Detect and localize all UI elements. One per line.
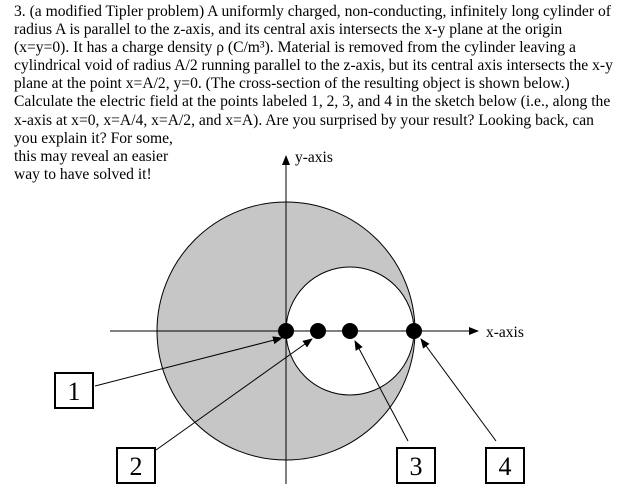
point-3-marker (342, 323, 358, 339)
problem-text: 3. (a modified Tipler problem) A uniform… (14, 3, 636, 184)
label-box-4 (485, 447, 525, 484)
label-1-text: 1 (68, 377, 81, 406)
problem-line: way to have solved it! (14, 165, 152, 183)
point-4-marker (406, 323, 422, 339)
y-axis-label: y-axis (295, 149, 333, 166)
pointer-arrow-1 (94, 336, 283, 387)
problem-line: you explain it? For some, (14, 129, 173, 147)
problem-line: cylindrical void of radius A/2 running p… (14, 57, 613, 75)
problem-line: plane at the point x=A/2, y=0. (The cros… (14, 75, 570, 93)
label-box-1 (54, 372, 94, 409)
label-box-3 (396, 447, 436, 484)
label-4-text: 4 (499, 452, 512, 481)
problem-line: Calculate the electric field at the poin… (14, 93, 611, 111)
problem-line: this may reveal an easier (14, 147, 169, 165)
label-2-text: 2 (130, 452, 143, 481)
problem-line: radius A is parallel to the z-axis, and … (14, 21, 563, 39)
problem-line: (x=y=0). It has a charge density ρ (C/m³… (14, 39, 576, 57)
x-axis-label: x-axis (486, 324, 524, 341)
pointer-arrow-4 (420, 338, 497, 442)
label-3-text: 3 (410, 452, 423, 481)
pointer-arrow-2 (155, 338, 313, 451)
point-1-marker (278, 323, 294, 339)
problem-line: x-axis at x=0, x=A/4, x=A/2, and x=A). A… (14, 111, 594, 129)
point-2-marker (310, 323, 326, 339)
pointer-arrow-3 (354, 340, 409, 442)
label-box-2 (116, 447, 156, 484)
problem-line: 3. (a modified Tipler problem) A uniform… (14, 3, 611, 20)
